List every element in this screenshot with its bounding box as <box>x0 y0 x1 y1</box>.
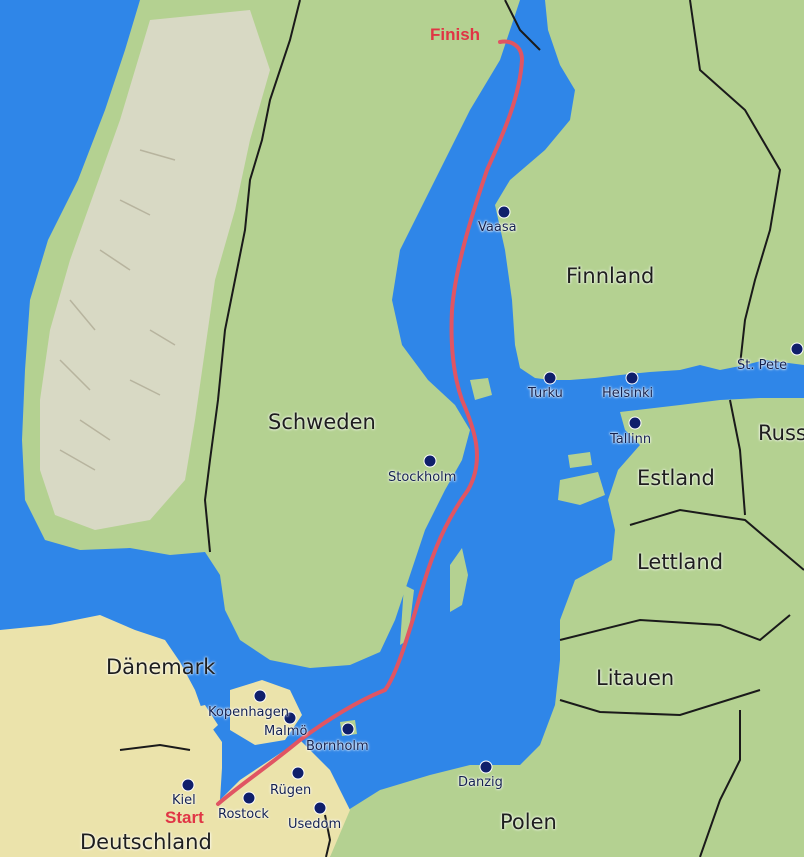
city-dot-stockholm <box>423 454 437 468</box>
border-poland-belarus <box>699 710 741 857</box>
land-fyn <box>175 705 218 742</box>
land-oland <box>400 585 414 645</box>
city-dot-st-pete <box>790 342 804 356</box>
border-germany-poland <box>324 814 332 857</box>
label-kiel: Kiel <box>172 793 196 808</box>
label-daenemark: Dänemark <box>106 655 216 679</box>
label-helsinki: Helsinki <box>602 386 654 401</box>
route-line <box>216 39 525 806</box>
label-tallinn: Tallinn <box>610 432 652 447</box>
city-dot-kiel <box>181 778 195 792</box>
label-finish: Finish <box>430 25 481 44</box>
city-dot-vaasa <box>497 205 511 219</box>
land-gotland <box>450 548 468 612</box>
city-dot-bornholm <box>341 722 355 736</box>
label-deutschland: Deutschland <box>80 830 212 854</box>
city-dot-rugen <box>291 766 305 780</box>
label-rostock: Rostock <box>218 807 269 822</box>
border-denmark-germany <box>119 743 191 751</box>
label-stockholm: Stockholm <box>388 470 457 485</box>
label-bornholm: Bornholm <box>306 739 369 754</box>
label-danzig: Danzig <box>458 775 503 790</box>
city-dot-malmo <box>283 711 297 725</box>
label-estland: Estland <box>637 466 715 490</box>
city-dot-turku <box>543 371 557 385</box>
label-vaasa: Vaasa <box>478 220 517 235</box>
border-finland-russia <box>689 0 782 366</box>
border-estonia-russia <box>729 399 746 516</box>
label-turku: Turku <box>528 386 563 401</box>
city-dot-tallinn <box>628 416 642 430</box>
city-dot-kopenhagen <box>253 689 267 703</box>
land-baltic-states <box>330 398 804 857</box>
city-dot-danzig <box>479 760 493 774</box>
border-latvia-lithuania <box>559 614 791 642</box>
label-lettland: Lettland <box>637 550 724 574</box>
label-rugen: Rügen <box>270 783 312 798</box>
land-denmark-germany <box>0 615 350 857</box>
label-russ: Russ <box>758 421 804 445</box>
label-malmo: Malmö <box>264 724 308 739</box>
mountains-norway-ridges <box>59 149 176 471</box>
country-borders <box>119 0 804 857</box>
label-st-pete: St. Pete <box>737 358 788 373</box>
border-lithuania-poland <box>559 689 761 717</box>
city-dots <box>181 205 804 815</box>
label-start: Start <box>165 808 204 827</box>
land-zealand <box>230 680 302 745</box>
city-dot-rostock <box>242 791 256 805</box>
land-hiiumaa <box>568 452 592 468</box>
land-aland <box>470 378 492 400</box>
city-dot-usedom <box>313 801 327 815</box>
label-litauen: Litauen <box>596 666 675 690</box>
label-schweden: Schweden <box>268 410 376 434</box>
mountains-norway <box>40 10 270 530</box>
border-sweden-finland <box>504 0 541 51</box>
land-saaremaa <box>558 472 605 505</box>
border-norway-sweden <box>203 0 301 553</box>
label-usedom: Usedom <box>288 817 342 832</box>
border-estonia-latvia <box>629 508 804 571</box>
label-finnland: Finnland <box>566 264 655 288</box>
label-kopenhagen: Kopenhagen <box>208 705 290 720</box>
label-polen: Polen <box>500 810 557 834</box>
city-dot-helsinki <box>625 371 639 385</box>
